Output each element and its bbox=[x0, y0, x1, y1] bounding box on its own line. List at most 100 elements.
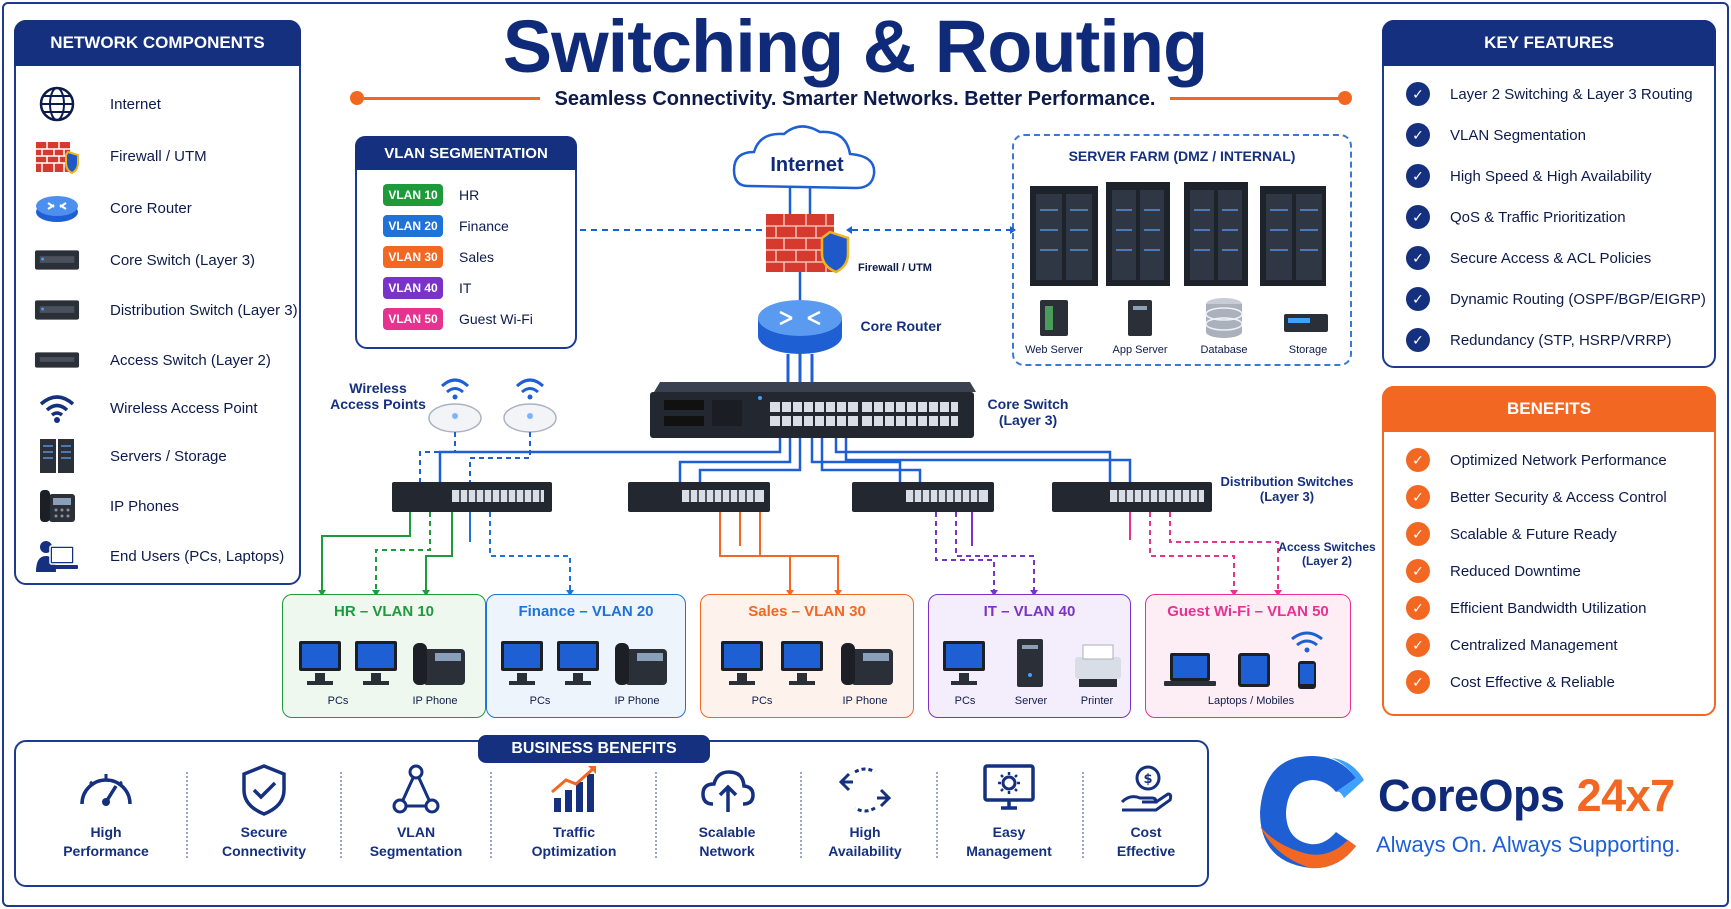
firewall-label: Firewall / UTM bbox=[858, 262, 932, 274]
pc-icon bbox=[721, 641, 893, 685]
vlan-tag: VLAN 30 bbox=[383, 246, 443, 268]
benefit-item: ✓Better Security & Access Control bbox=[1406, 485, 1667, 509]
server-rack-icon bbox=[1030, 182, 1326, 286]
component-firewall: Firewall / UTM bbox=[34, 138, 207, 174]
key-features-heading: KEY FEATURES bbox=[1382, 20, 1716, 66]
feature-item: ✓Layer 2 Switching & Layer 3 Routing bbox=[1406, 82, 1693, 106]
benefit-item: ✓Optimized Network Performance bbox=[1406, 448, 1667, 472]
zone-title: Finance – VLAN 20 bbox=[518, 603, 654, 620]
app-server-label: App Server bbox=[1112, 344, 1168, 356]
device-label: PCs bbox=[954, 695, 976, 707]
vlan-row-sales: VLAN 30 Sales bbox=[383, 246, 494, 268]
vlan-segmentation-heading: VLAN SEGMENTATION bbox=[355, 136, 577, 170]
component-core-switch: Core Switch (Layer 3) bbox=[34, 242, 255, 278]
zone-title: HR – VLAN 10 bbox=[333, 603, 435, 620]
pc-icon bbox=[299, 641, 465, 685]
bb-separator bbox=[490, 772, 492, 858]
core-switch-label: Core Switch (Layer 3) bbox=[987, 396, 1069, 428]
feature-item: ✓VLAN Segmentation bbox=[1406, 123, 1586, 147]
zone-it: IT – VLAN 40 PCs Server Printer bbox=[928, 594, 1131, 718]
distribution-switch-icon bbox=[852, 482, 994, 512]
zone-sales: Sales – VLAN 30 PCs IP Phone bbox=[700, 594, 914, 718]
subtitle-line-left bbox=[360, 97, 540, 100]
device-label: IP Phone bbox=[842, 695, 888, 707]
component-ip-phones: IP Phones bbox=[34, 488, 179, 524]
bb-separator bbox=[186, 772, 188, 858]
vlan-tag: VLAN 20 bbox=[383, 215, 443, 237]
device-label: IP Phone bbox=[412, 695, 458, 707]
bb-separator bbox=[800, 772, 802, 858]
benefit-item: ✓Cost Effective & Reliable bbox=[1406, 670, 1615, 694]
bb-cost-effective: $ Cost Effective bbox=[1081, 762, 1211, 861]
check-icon: ✓ bbox=[1406, 164, 1430, 188]
check-icon: ✓ bbox=[1406, 82, 1430, 106]
check-icon: ✓ bbox=[1406, 485, 1430, 509]
business-benefits-heading: BUSINESS BENEFITS bbox=[478, 735, 710, 763]
page-title: Switching & Routing bbox=[502, 5, 1208, 88]
vlan-tag: VLAN 10 bbox=[383, 184, 443, 206]
storage-label: Storage bbox=[1288, 344, 1328, 356]
benefits-panel: BENEFITS ✓Optimized Network Performance … bbox=[1382, 386, 1716, 716]
subtitle-dot-right bbox=[1338, 91, 1352, 105]
device-label: PCs bbox=[751, 695, 773, 707]
network-nodes-icon bbox=[392, 764, 440, 814]
network-components-panel: NETWORK COMPONENTS Internet Firewall / U… bbox=[14, 20, 301, 585]
vlan-row-hr: VLAN 10 HR bbox=[383, 184, 479, 206]
check-icon: ✓ bbox=[1406, 596, 1430, 620]
wireless-ap-icon bbox=[428, 378, 482, 433]
subtitle-dot-left bbox=[350, 91, 364, 105]
vlan-row-it: VLAN 40 IT bbox=[383, 277, 471, 299]
component-servers: Servers / Storage bbox=[34, 438, 227, 474]
web-server-icon bbox=[1040, 300, 1068, 336]
subtitle-line-right bbox=[1170, 97, 1340, 100]
check-icon: ✓ bbox=[1406, 633, 1430, 657]
distribution-switch-icon bbox=[1052, 482, 1212, 512]
zone-hr: HR – VLAN 10 PCs IP Phone bbox=[282, 594, 486, 718]
router-icon bbox=[34, 190, 80, 226]
zone-title: Guest Wi-Fi – VLAN 50 bbox=[1167, 603, 1329, 620]
bar-chart-icon bbox=[551, 766, 596, 812]
switch-icon bbox=[34, 342, 80, 378]
internet-cloud-icon bbox=[732, 125, 876, 190]
check-icon: ✓ bbox=[1406, 287, 1430, 311]
wireless-aps-label: Wireless Access Points bbox=[330, 380, 426, 412]
check-icon: ✓ bbox=[1406, 670, 1430, 694]
check-icon: ✓ bbox=[1406, 328, 1430, 352]
benefit-item: ✓Efficient Bandwidth Utilization bbox=[1406, 596, 1647, 620]
device-label: Laptops / Mobiles bbox=[1207, 695, 1295, 707]
brand-accent: 24x7 bbox=[1576, 770, 1676, 821]
check-icon: ✓ bbox=[1406, 522, 1430, 546]
switch-icon bbox=[34, 242, 80, 278]
benefit-item: ✓Reduced Downtime bbox=[1406, 559, 1581, 583]
network-components-heading: NETWORK COMPONENTS bbox=[14, 20, 301, 66]
server-icon bbox=[34, 438, 80, 474]
vlan-tag: VLAN 40 bbox=[383, 277, 443, 299]
web-server-label: Web Server bbox=[1025, 344, 1083, 356]
zone-title: Sales – VLAN 30 bbox=[748, 603, 866, 620]
zone-guest-wifi: Guest Wi-Fi – VLAN 50 Laptops / Mobiles bbox=[1145, 594, 1351, 718]
laptop-mobile-icon bbox=[1164, 631, 1323, 689]
cloud-upload-icon bbox=[701, 770, 755, 812]
database-label: Database bbox=[1200, 344, 1248, 356]
bb-high-availability: High Availability bbox=[800, 762, 930, 861]
shield-check-icon bbox=[242, 764, 286, 816]
storage-icon bbox=[1284, 314, 1328, 332]
check-icon: ✓ bbox=[1406, 123, 1430, 147]
device-label: Printer bbox=[1080, 695, 1114, 707]
benefits-heading: BENEFITS bbox=[1382, 386, 1716, 432]
database-icon bbox=[1205, 298, 1243, 338]
device-label: IP Phone bbox=[614, 695, 660, 707]
bb-high-performance: High Performance bbox=[41, 762, 171, 861]
brand-name: CoreOps 24x7 bbox=[1378, 770, 1676, 821]
bb-easy-management: Easy Management bbox=[944, 762, 1074, 861]
pc-icon bbox=[501, 641, 667, 685]
component-internet: Internet bbox=[34, 86, 161, 122]
feature-item: ✓High Speed & High Availability bbox=[1406, 164, 1652, 188]
globe-icon bbox=[34, 86, 80, 122]
hand-coin-icon: $ bbox=[1120, 765, 1173, 812]
bb-vlan-segmentation: VLAN Segmentation bbox=[351, 762, 481, 861]
svg-text:$: $ bbox=[1143, 772, 1152, 787]
page-subtitle: Seamless Connectivity. Smarter Networks.… bbox=[554, 88, 1156, 110]
vlan-segmentation-panel: VLAN SEGMENTATION VLAN 10 HR VLAN 20 Fin… bbox=[355, 136, 577, 349]
